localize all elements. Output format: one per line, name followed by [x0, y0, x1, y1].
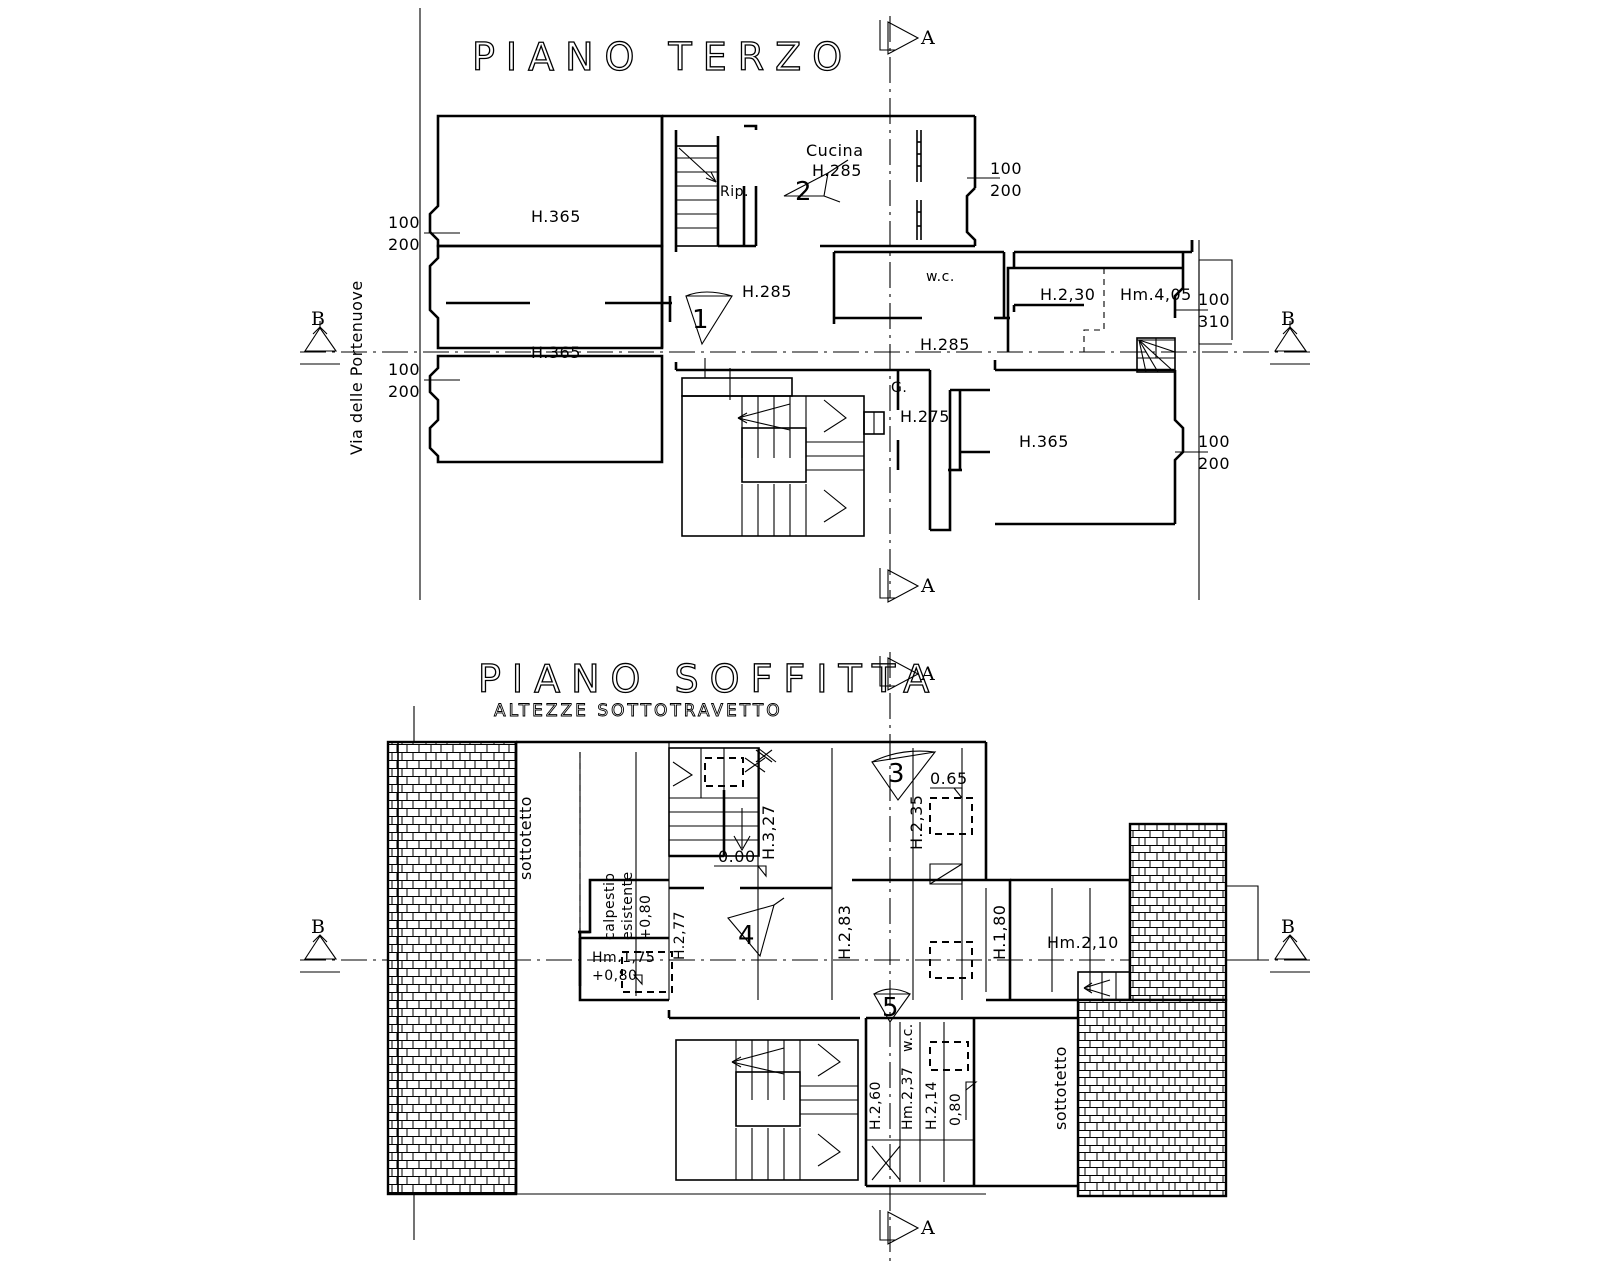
quota-000: 0.00 [714, 847, 767, 878]
callout-1: 1 [685, 291, 733, 346]
window-dim-3: 100 200 [967, 159, 1022, 200]
callout-4: 4 [727, 897, 785, 958]
window-dim-1: 100 200 [388, 213, 460, 254]
callout-5: 5 [873, 988, 912, 1024]
room-label-h365-upper-left: H.365 [531, 207, 581, 226]
room-label-h275: H.275 [900, 407, 950, 426]
label-calpestio: calpestio [602, 873, 618, 940]
plan-subtitle-piano-soffitta: ALTEZZE SOTTOTRAVETTO [494, 701, 783, 721]
label-wc-lower: w.c. [900, 1023, 916, 1052]
plan-title-piano-soffitta: PIANO SOFFITTA [478, 657, 940, 701]
sottotetto-right: sottotetto [1051, 822, 1259, 1198]
window-symbols-upper-right [916, 130, 922, 240]
label-quota-000: 0.00 [718, 847, 756, 866]
room-label-cucina: Cucina [806, 141, 864, 160]
room-label-h285-center: H.285 [742, 282, 792, 301]
room-label-wc: w.c. [926, 269, 955, 285]
callout-2: 2 [783, 159, 849, 207]
room-label-h230: H.2,30 [1040, 285, 1095, 304]
section-marker-b-left: B [300, 308, 340, 365]
label-hm237: Hm.2,37 [900, 1067, 916, 1130]
label-h277: H.2,77 [672, 911, 688, 960]
plan-piano-terzo: PIANO TERZO Via delle Portenuove A A B [300, 8, 1310, 603]
window-dim-5-top: 100 [1198, 432, 1230, 451]
section-marker-b-left-label: B [311, 308, 325, 330]
label-calpestio-quota: +0,80 [638, 895, 654, 940]
section-marker-a-top: A [879, 20, 935, 55]
section-marker-a-bottom-label: A [920, 575, 935, 597]
hm175-area: Hm.1,75 +0,80 [578, 936, 673, 1002]
label-h260: H.2,60 [868, 1081, 884, 1130]
callout-3: 3 [871, 750, 937, 801]
section-marker-b-left-2: B [300, 916, 340, 973]
room-label-h365-right: H.365 [1019, 432, 1069, 451]
section-marker-b-right-2-label: B [1281, 916, 1295, 938]
label-080: 0,80 [948, 1093, 964, 1126]
window-dim-4: 100 310 [1175, 290, 1230, 331]
label-hm210: Hm.2,10 [1047, 933, 1119, 952]
label-hm175: Hm.1,75 [592, 950, 655, 966]
section-marker-b-right-label: B [1281, 308, 1295, 330]
section-marker-a-bottom-2-label: A [920, 1217, 935, 1239]
section-marker-b-right: B [1270, 308, 1310, 365]
room-label-sottotetto-left: sottotetto [516, 796, 535, 880]
window-dim-2: 100 200 [388, 360, 460, 401]
stair-attic-upper [668, 747, 777, 858]
street-label: Via delle Portenuove [347, 280, 366, 455]
section-marker-b-right-2: B [1270, 916, 1310, 973]
door-swing-1 [929, 863, 963, 885]
label-h235: H.2,35 [907, 795, 926, 850]
label-h283: H.2,83 [835, 905, 854, 960]
window-dim-3-bottom: 200 [990, 181, 1022, 200]
callout-1-number: 1 [692, 305, 709, 335]
label-065: 0.65 [930, 769, 968, 788]
window-dim-5: 100 200 [1175, 432, 1230, 473]
label-h214: H.2,14 [924, 1081, 940, 1130]
window-dim-1-bottom: 200 [388, 235, 420, 254]
stair-attic-lower [667, 1010, 860, 1181]
window-dim-2-top: 100 [388, 360, 420, 379]
plan-title-piano-terzo: PIANO TERZO [472, 35, 853, 79]
stair-fan-right [1136, 337, 1176, 373]
room-label-rip: Rip. [720, 184, 749, 200]
dormer-box-2 [929, 941, 973, 979]
callout-2-number: 2 [795, 177, 812, 207]
label-h327: H.3,27 [759, 805, 778, 860]
stair-upper-left: Rip. [675, 124, 758, 248]
section-marker-a-bottom-2: A [879, 1210, 935, 1245]
label-hm175-quota: +0,80 [592, 968, 637, 984]
section-marker-b-left-2-label: B [311, 916, 325, 938]
window-dim-1-top: 100 [388, 213, 420, 232]
stair-lower-center [674, 358, 930, 537]
room-label-h285-right: H.285 [920, 335, 970, 354]
label-esistente: esistente [620, 871, 636, 940]
section-marker-a-top-2: A [879, 656, 935, 691]
window-dim-4-bottom: 310 [1198, 312, 1230, 331]
callout-5-number: 5 [882, 993, 899, 1023]
room-label-sottotetto-right: sottotetto [1051, 1046, 1070, 1130]
lower-wc-strip: H.2,60 Hm.2,37 w.c. H.2,14 0,80 [864, 1016, 978, 1188]
section-marker-a-top-label: A [920, 27, 935, 49]
callout-4-number: 4 [738, 921, 755, 951]
window-dim-4-top: 100 [1198, 290, 1230, 309]
section-marker-a-top-2-label: A [920, 663, 935, 685]
room-label-h365-lower-left: H.365 [531, 343, 581, 362]
section-marker-a-bottom: A [879, 568, 935, 603]
calpestio-area: calpestio esistente +0,80 [578, 871, 669, 986]
room-label-hm405: Hm.4,05 [1120, 285, 1192, 304]
window-dim-5-bottom: 200 [1198, 454, 1230, 473]
label-h180: H.1,80 [990, 905, 1009, 960]
dormer-box-1 [929, 797, 973, 835]
window-dim-2-bottom: 200 [388, 382, 420, 401]
plan-piano-soffitta: PIANO SOFFITTA ALTEZZE SOTTOTRAVETTO A A… [300, 652, 1310, 1262]
room-label-cucina-height: H.285 [812, 161, 862, 180]
sottotetto-left: sottotetto [386, 740, 535, 1196]
window-dim-3-top: 100 [990, 159, 1022, 178]
callout-3-number: 3 [888, 759, 905, 789]
